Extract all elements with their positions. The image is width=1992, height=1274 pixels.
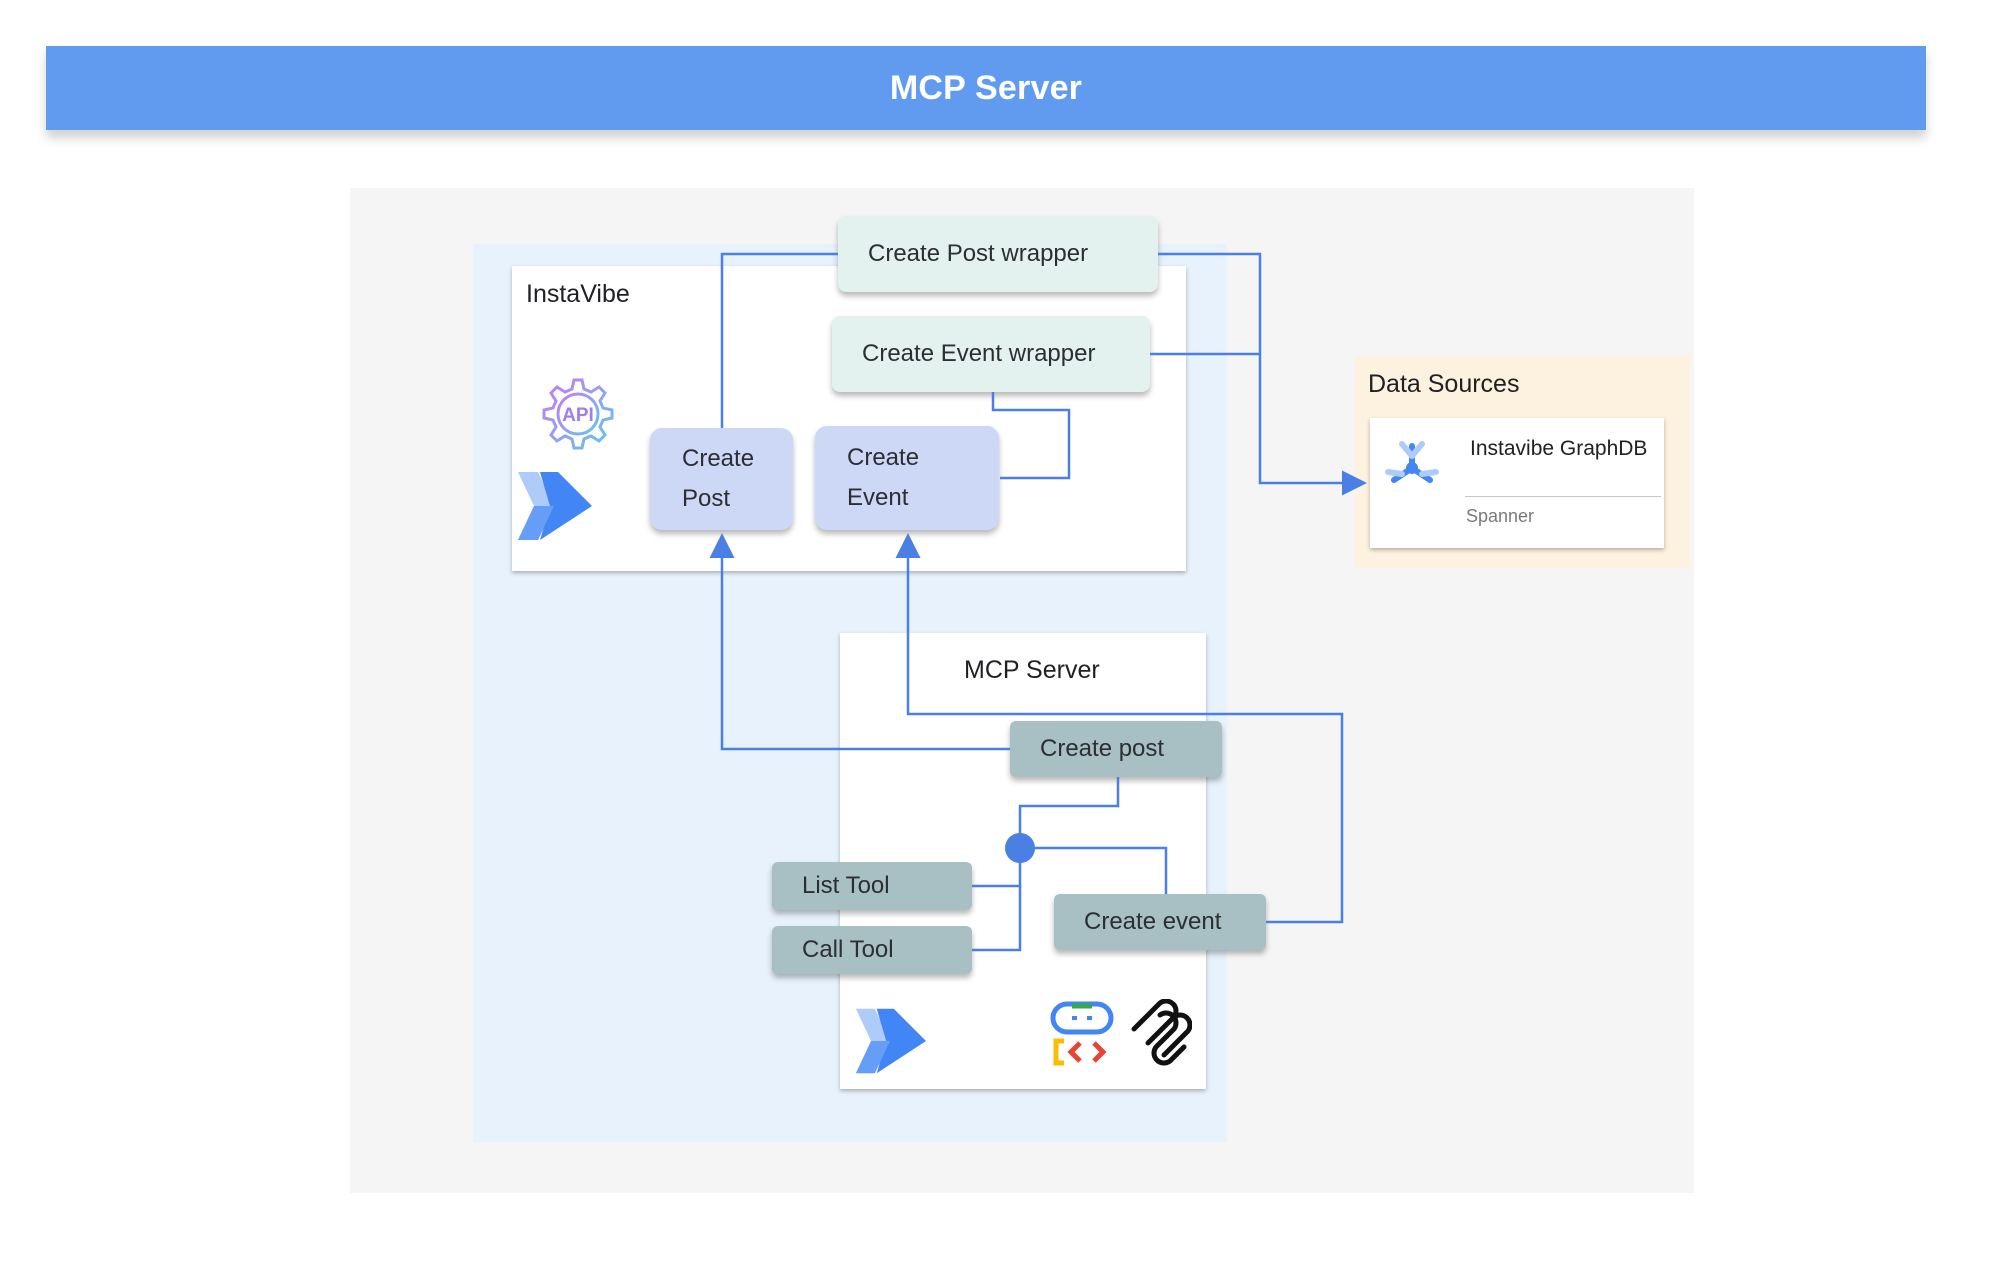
- create-event-label: Create Event: [847, 444, 920, 511]
- mcp-server-title: MCP Server: [964, 656, 1100, 684]
- tool-router-node: [1005, 833, 1035, 863]
- line-post-to-wrapper: [720, 252, 838, 428]
- call-tool-button[interactable]: Call Tool: [772, 926, 972, 974]
- page-title: MCP Server: [889, 68, 1083, 107]
- mcp-logo-icon: [1130, 998, 1193, 1071]
- line-mcp-post-to-instavibe: [709, 533, 1010, 751]
- line-bus-to-call-tool: [972, 886, 1022, 952]
- cloud-run-icon: [854, 1003, 926, 1079]
- mcp-create-post-tool[interactable]: Create post: [1010, 721, 1222, 777]
- mcp-create-post-label: Create post: [1040, 735, 1165, 762]
- graphdb-divider: [1465, 496, 1661, 497]
- instavibe-title: InstaVibe: [526, 280, 630, 308]
- create-post-button[interactable]: Create Post: [650, 428, 793, 530]
- mcp-create-event-label: Create event: [1084, 908, 1222, 935]
- graphdb-type: Spanner: [1466, 506, 1535, 526]
- graphdb-name: Instavibe GraphDB: [1470, 437, 1648, 460]
- genai-toolbox-icon: [1050, 1001, 1114, 1067]
- call-tool-label: Call Tool: [802, 936, 894, 963]
- line-bus-to-create-post: [1018, 777, 1120, 848]
- create-post-wrapper[interactable]: Create Post wrapper: [838, 216, 1158, 292]
- list-tool-button[interactable]: List Tool: [772, 862, 972, 910]
- cloud-run-icon: [516, 468, 592, 544]
- page-header: MCP Server: [46, 46, 1926, 130]
- data-sources-title: Data Sources: [1368, 370, 1520, 398]
- api-gear-icon: API: [538, 374, 618, 454]
- mcp-create-event-tool[interactable]: Create event: [1054, 894, 1266, 950]
- create-event-wrapper-label: Create Event wrapper: [862, 340, 1096, 367]
- instavibe-graphdb-card[interactable]: Instavibe GraphDB Spanner: [1370, 418, 1664, 548]
- line-post-wrapper-to-db: [1158, 252, 1367, 496]
- api-icon-text: API: [562, 405, 594, 426]
- spanner-icon: [1382, 436, 1442, 496]
- list-tool-label: List Tool: [802, 872, 890, 899]
- create-event-button[interactable]: Create Event: [815, 426, 999, 530]
- create-post-label: Create Post: [682, 445, 755, 512]
- line-bus-to-create-event: [1020, 846, 1168, 894]
- create-event-wrapper[interactable]: Create Event wrapper: [832, 316, 1150, 392]
- create-post-wrapper-label: Create Post wrapper: [868, 240, 1089, 267]
- line-event-to-wrapper: [991, 392, 1071, 480]
- line-mcp-event-to-instavibe: [895, 533, 1344, 924]
